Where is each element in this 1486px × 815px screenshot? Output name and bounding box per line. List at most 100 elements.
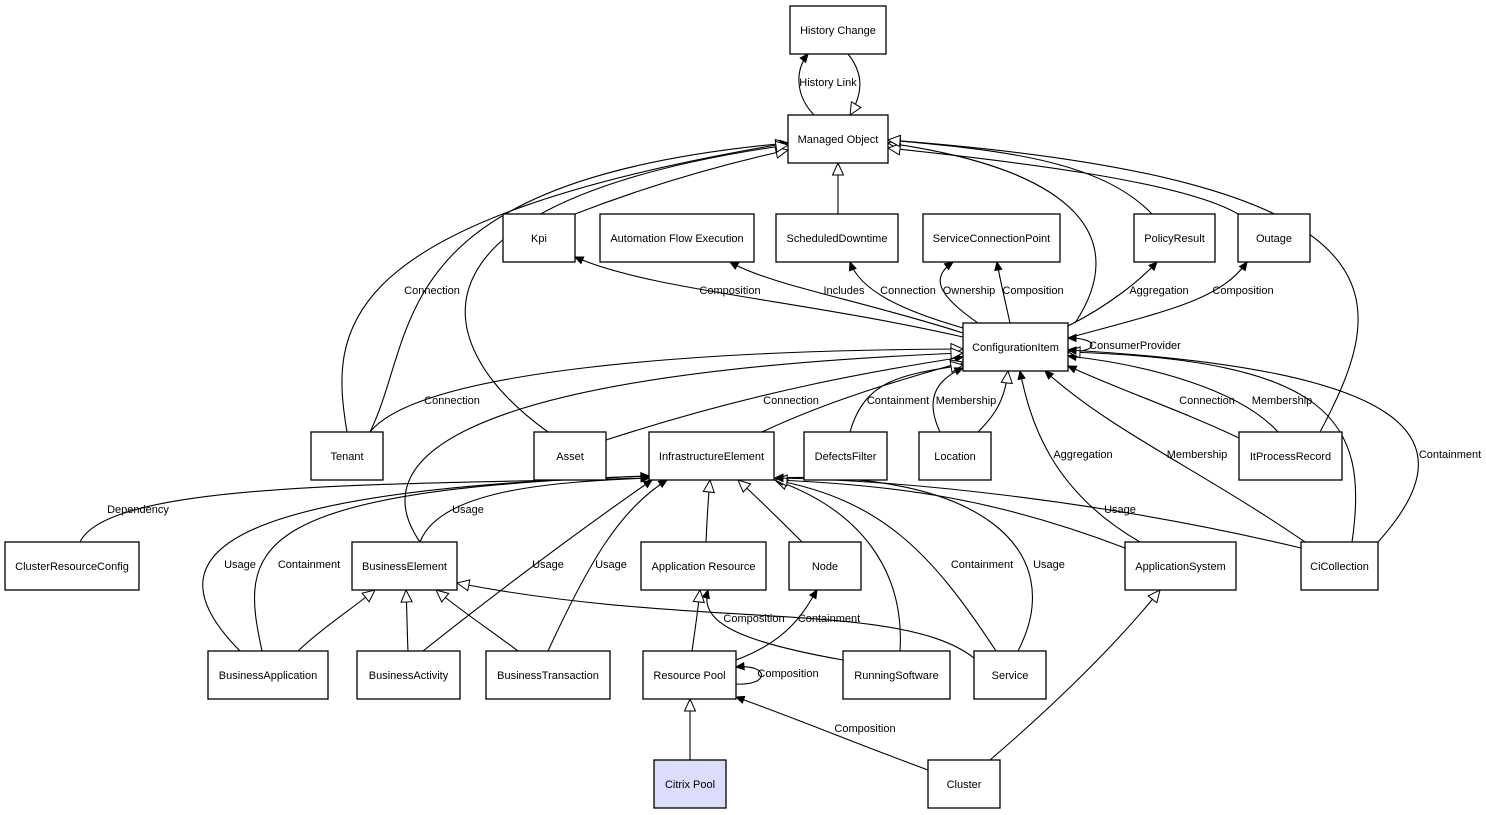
class-name: Automation Flow Execution: [610, 233, 743, 245]
hollow-arrowhead-icon: [361, 589, 376, 603]
edge-line: [1067, 351, 1357, 543]
filled-arrowhead-icon: [808, 588, 818, 600]
edge-generalization: [886, 134, 1153, 215]
filled-arrowhead-icon: [953, 367, 965, 376]
edge-association: Aggregation: [1067, 261, 1189, 327]
edge-generalization: [977, 369, 1013, 433]
class-name: Cluster: [947, 779, 982, 791]
class-node-crc: ClusterResourceConfig: [4, 541, 140, 591]
edge-label: Membership: [936, 395, 997, 407]
filled-arrowhead-icon: [1017, 369, 1026, 381]
class-name: Outage: [1256, 233, 1292, 245]
filled-arrowhead-icon: [994, 260, 1003, 272]
edge-association: Composition: [701, 588, 844, 661]
filled-arrowhead-icon: [701, 588, 710, 600]
edge-line: [737, 479, 803, 543]
edge-generalization: [989, 589, 1161, 761]
filled-arrowhead-icon: [848, 260, 857, 272]
edge-generalization: [702, 478, 716, 543]
edge-label: Containment: [951, 559, 1013, 571]
class-node-ar: Application Resource: [640, 541, 767, 591]
class-box: [640, 541, 767, 591]
class-name: DefectsFilter: [815, 451, 877, 463]
edge-association: Usage: [547, 479, 669, 652]
class-node-rp: Resource Pool: [642, 650, 737, 700]
edge-label: Ownership: [943, 285, 996, 297]
class-node-mo: Managed Object: [787, 114, 889, 164]
class-name: ApplicationSystem: [1135, 561, 1226, 573]
edge-association: ConsumerProvider: [1066, 333, 1181, 353]
edge-line: [774, 479, 901, 652]
class-box: [653, 759, 727, 809]
edge-generalization: [847, 53, 862, 117]
edge-line: [774, 479, 1126, 549]
edge-association: Composition: [994, 260, 1064, 324]
hollow-arrowhead-icon: [737, 479, 752, 494]
class-node-df: DefectsFilter: [803, 431, 888, 481]
edge-label: ConsumerProvider: [1089, 340, 1181, 352]
edge-line: [735, 666, 763, 685]
edge-label: Dependency: [107, 504, 169, 516]
filled-arrowhead-icon: [799, 53, 809, 64]
class-name: ServiceConnectionPoint: [933, 233, 1050, 245]
class-box: [1238, 431, 1343, 481]
edge-generalization: [773, 474, 1126, 549]
edge-association: Composition: [573, 256, 964, 338]
class-node-rs: RunningSoftware: [842, 650, 951, 700]
filled-arrowhead-icon: [573, 256, 585, 265]
edge-line: [887, 147, 1239, 215]
edge-association: Composition: [734, 662, 819, 685]
class-box: [842, 650, 951, 700]
class-box: [310, 431, 384, 481]
class-node-pr: PolicyResult: [1133, 213, 1216, 263]
class-box: [973, 650, 1047, 700]
edge-line: [1067, 355, 1279, 433]
edge-generalization: [455, 579, 975, 659]
class-box: [775, 213, 899, 263]
class-node-svc: Service: [973, 650, 1047, 700]
class-box: [927, 759, 1001, 809]
class-name: BusinessApplication: [219, 670, 317, 682]
class-node-node: Node: [788, 541, 862, 591]
class-node-kpi: Kpi: [502, 213, 576, 263]
edge-label: Usage: [532, 559, 564, 571]
edge-line: [435, 589, 519, 652]
class-node-ipr: ItProcessRecord: [1238, 431, 1343, 481]
filled-arrowhead-icon: [734, 695, 746, 704]
edge-label: Membership: [1167, 449, 1228, 461]
edge-line: [706, 589, 844, 661]
class-box: [533, 431, 607, 481]
edge-label: Usage: [452, 504, 484, 516]
class-name: BusinessActivity: [369, 670, 449, 682]
edge-association: Connection: [605, 354, 965, 441]
edge-label: Composition: [757, 668, 818, 680]
class-name: CiCollection: [1310, 561, 1369, 573]
class-node-hc: History Change: [789, 5, 887, 55]
class-box: [789, 5, 887, 55]
edge-line: [735, 589, 818, 661]
class-box: [788, 541, 862, 591]
edge-line: [1067, 349, 1419, 543]
class-box: [922, 213, 1061, 263]
class-box: [356, 650, 461, 700]
filled-arrowhead-icon: [943, 261, 955, 271]
class-name: Managed Object: [798, 134, 879, 146]
class-box: [485, 650, 611, 700]
class-box: [787, 114, 889, 164]
edge-line: [1019, 370, 1141, 543]
class-node-scp: ServiceConnectionPoint: [922, 213, 1061, 263]
edge-generalization: [691, 588, 706, 652]
class-box: [351, 541, 458, 591]
edge-line: [1067, 261, 1248, 339]
class-node-as: ApplicationSystem: [1124, 541, 1237, 591]
class-name: Kpi: [531, 233, 547, 245]
class-name: InfrastructureElement: [659, 451, 764, 463]
filled-arrowhead-icon: [640, 472, 651, 481]
edge-association: Ownership: [939, 261, 996, 324]
class-name: Citrix Pool: [665, 779, 715, 791]
class-node-bact: BusinessActivity: [356, 650, 461, 700]
hollow-arrowhead-icon: [886, 134, 901, 148]
edge-association: Usage: [773, 473, 1302, 549]
